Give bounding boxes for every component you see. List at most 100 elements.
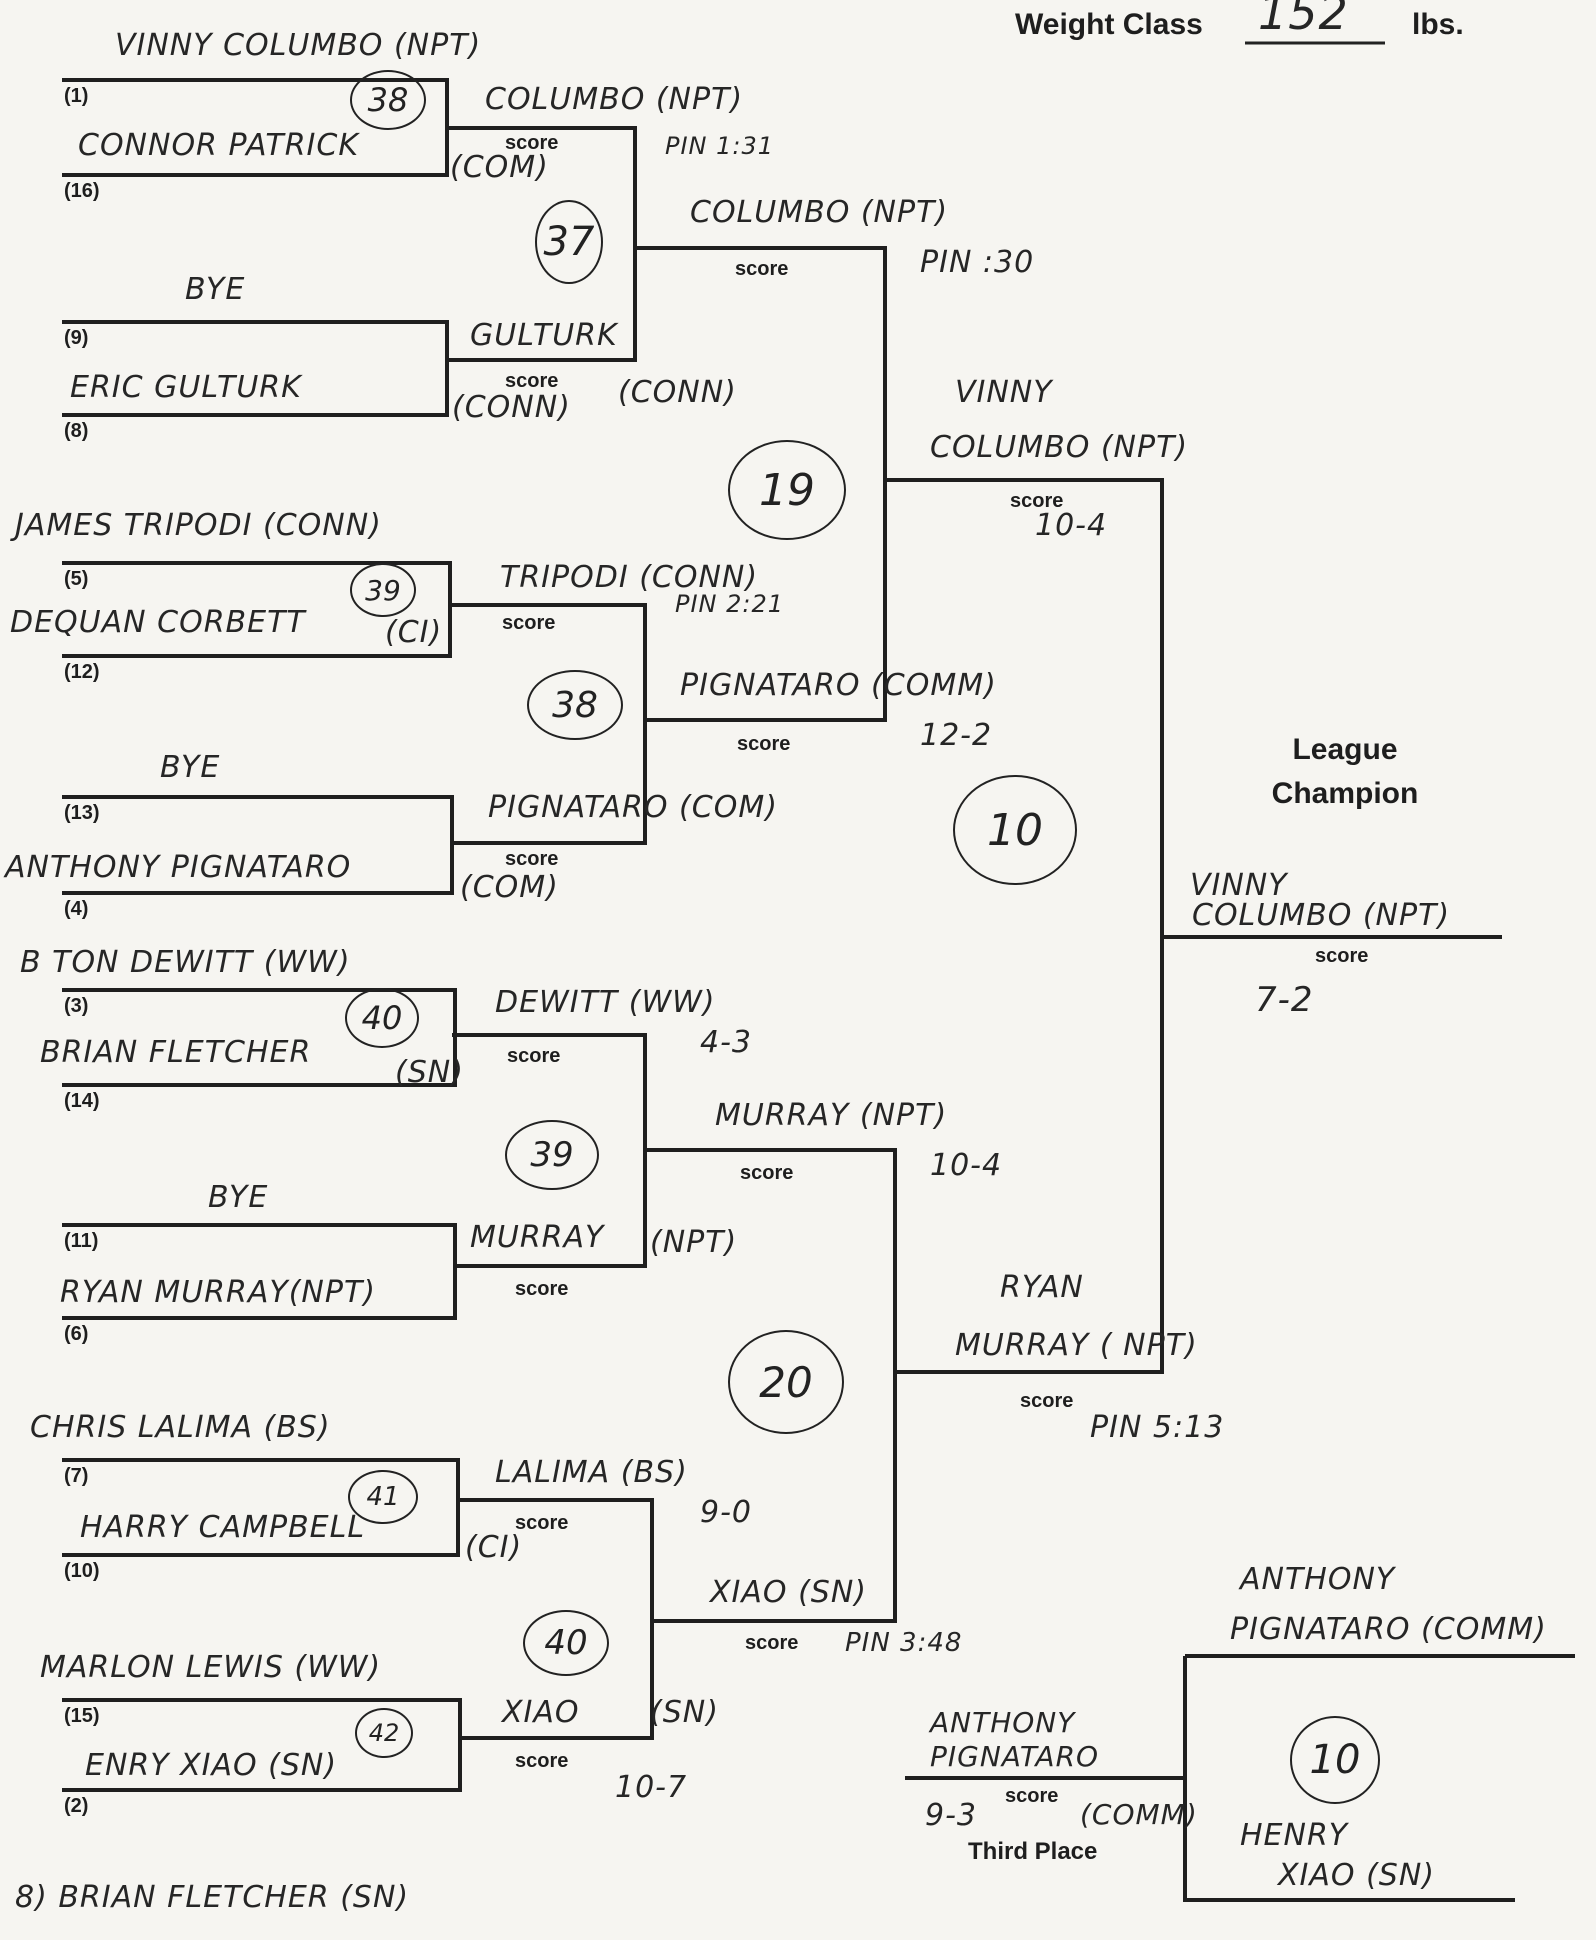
winner-name: GULTURK (470, 318, 618, 353)
wrestler-name: CONNOR PATRICK (78, 128, 360, 163)
champion-name: VINNY (1190, 868, 1288, 903)
bout-number-circle: 20 (728, 1330, 844, 1434)
score-label: score (507, 1045, 561, 1067)
winner-team: (COMM) (1080, 1798, 1198, 1831)
winner-name: COLUMBO (NPT) (485, 82, 744, 117)
team-note: (CI) (385, 615, 443, 650)
wrestler-name: ANTHONY PIGNATARO (5, 850, 352, 885)
winner-name: RYAN (1000, 1270, 1084, 1305)
winner-team: (NPT) (650, 1225, 738, 1260)
seed-label: (15) (64, 1705, 100, 1727)
winner-name: MURRAY (470, 1220, 605, 1255)
match-result: 4-3 (700, 1025, 752, 1060)
score-label: score (735, 258, 789, 280)
seed-label: (4) (64, 898, 89, 920)
winner-name: ANTHONY (930, 1706, 1076, 1739)
score-label: score (1315, 945, 1369, 967)
weight-class-label: Weight Class (1015, 8, 1203, 41)
seed-label: (7) (64, 1465, 89, 1487)
seed-label: (12) (64, 661, 100, 683)
winner-name: COLUMBO (NPT) (690, 195, 949, 230)
seed-label: (6) (64, 1323, 89, 1345)
seed-label: (1) (64, 85, 89, 107)
winner-name: DEWITT (WW) (495, 985, 716, 1020)
wrestler-name: BYE (185, 272, 246, 307)
wrestler-name: BYE (160, 750, 221, 785)
match-result: 9-3 (925, 1798, 977, 1833)
bout-number-circle: 40 (523, 1610, 609, 1676)
winner-name: MURRAY (NPT) (715, 1098, 948, 1133)
winner-name: PIGNATARO (930, 1740, 1100, 1773)
wrestler-name: ERIC GULTURK (70, 370, 302, 405)
bout-number-circle: 39 (350, 563, 416, 617)
seed-label: (10) (64, 1560, 100, 1582)
score-label: score (515, 1278, 569, 1300)
seed-label: (8) (64, 420, 89, 442)
winner-name: PIGNATARO (COM) (488, 790, 778, 825)
bout-number-circle: 19 (728, 440, 846, 540)
team-note: (SN) (395, 1055, 464, 1090)
score-label: score (1020, 1390, 1074, 1412)
winner-name: XIAO (502, 1695, 580, 1730)
score-label: score (515, 1750, 569, 1772)
footnote: 8) BRIAN FLETCHER (SN) (15, 1880, 410, 1915)
winner-team: (SN) (650, 1695, 719, 1730)
seed-label: (3) (64, 995, 89, 1017)
seed-label: (5) (64, 568, 89, 590)
match-result: 9-0 (700, 1495, 752, 1530)
score-label: score (745, 1632, 799, 1654)
score-label: score (515, 1512, 569, 1534)
winner-name: LALIMA (BS) (495, 1455, 688, 1490)
wrestler-name: HENRY (1240, 1818, 1349, 1853)
wrestler-name: B TON DEWITT (WW) (20, 945, 351, 980)
score-label: score (505, 848, 559, 870)
match-result: 10-7 (615, 1770, 688, 1805)
wrestler-name: RYAN MURRAY(NPT) (60, 1275, 376, 1310)
bout-number-circle: 39 (505, 1120, 599, 1190)
wrestler-name: BRIAN FLETCHER (40, 1035, 312, 1070)
winner-name: XIAO (SN) (710, 1575, 867, 1610)
match-result: 7-2 (1255, 980, 1314, 1020)
score-label: score (740, 1162, 794, 1184)
team-note: (CONN) (618, 375, 737, 410)
wrestler-name: BYE (208, 1180, 269, 1215)
weight-class-value: 152 (1258, 0, 1349, 40)
bout-number-circle: 42 (355, 1708, 413, 1758)
score-label: score (1010, 490, 1064, 512)
winner-name: VINNY (955, 375, 1053, 410)
bout-number-circle: 10 (953, 775, 1077, 885)
match-result: PIN 3:48 (845, 1628, 963, 1658)
wrestler-name: ENRY XIAO (SN) (85, 1748, 338, 1783)
bout-number-circle: 41 (348, 1470, 418, 1524)
bout-number-circle: 40 (345, 988, 419, 1048)
wrestler-name: DEQUAN CORBETT (10, 605, 306, 640)
bout-number-circle: 37 (535, 200, 603, 284)
seed-label: (9) (64, 327, 89, 349)
seed-label: (14) (64, 1090, 100, 1112)
match-result: PIN 1:31 (665, 132, 775, 160)
bout-number-circle: 38 (350, 70, 426, 130)
bout-number-circle: 38 (527, 670, 623, 740)
seed-label: (13) (64, 802, 100, 824)
wrestler-name: CHRIS LALIMA (BS) (30, 1410, 331, 1445)
score-label: score (505, 132, 559, 154)
match-result: PIN 5:13 (1090, 1410, 1225, 1445)
weight-underline (1245, 41, 1385, 45)
match-result: PIN 2:21 (675, 590, 785, 618)
winner-name: MURRAY ( NPT) (955, 1328, 1198, 1363)
team-note: (COM) (460, 870, 559, 905)
wrestler-name: ANTHONY (1240, 1562, 1396, 1597)
winner-name: COLUMBO (NPT) (930, 430, 1189, 465)
score-label: score (505, 370, 559, 392)
wrestler-name: VINNY COLUMBO (NPT) (115, 28, 482, 63)
league-champion-label: League Champion (1271, 733, 1419, 810)
champion-name: COLUMBO (NPT) (1192, 898, 1451, 933)
match-result: PIN :30 (920, 245, 1035, 280)
team-note: (CONN) (452, 390, 571, 425)
score-label: score (1005, 1785, 1059, 1807)
wrestler-name: MARLON LEWIS (WW) (40, 1650, 382, 1685)
wrestler-name: XIAO (SN) (1278, 1858, 1435, 1893)
match-result: 12-2 (920, 718, 993, 753)
match-result: 10-4 (930, 1148, 1003, 1183)
